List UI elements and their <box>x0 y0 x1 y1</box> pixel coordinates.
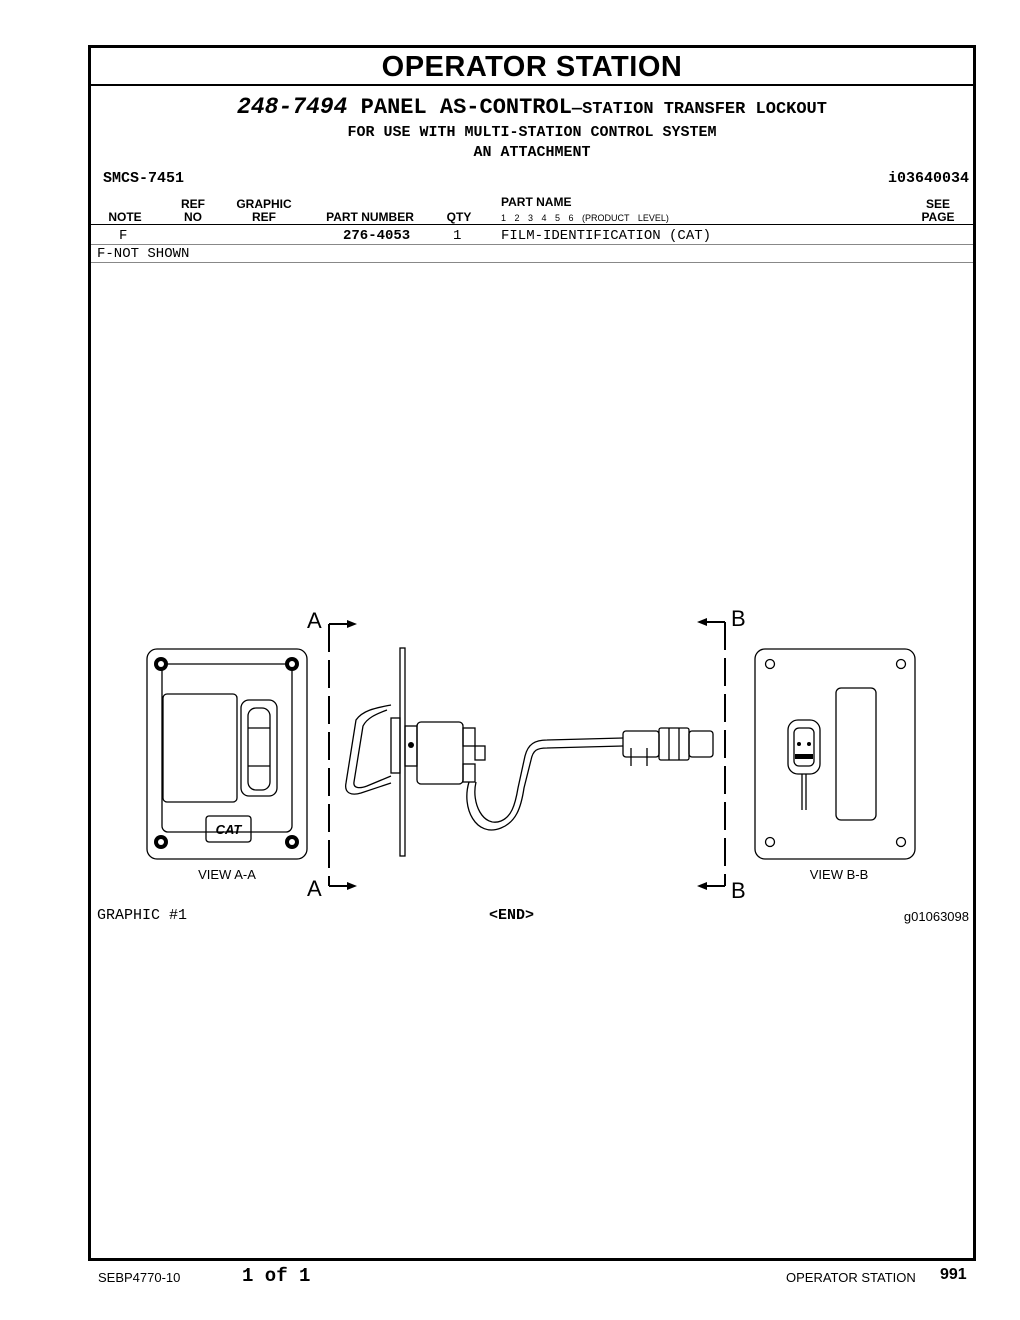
cat-logo-plate <box>205 815 252 843</box>
col-graphic-ref-line2: REF <box>252 210 276 224</box>
side-view-assembly <box>345 647 714 857</box>
part-name-heading: PANEL AS-CONTROL <box>360 95 572 120</box>
footer-page-number: 991 <box>940 1266 967 1283</box>
part-number-heading: 248-7494 <box>237 94 348 120</box>
notes-rule <box>91 262 973 263</box>
part-heading: 248-7494 PANEL AS-CONTROL—STATION TRANSF… <box>91 94 973 120</box>
graphic-label: GRAPHIC #1 <box>97 907 188 924</box>
row-note: F <box>119 228 128 244</box>
view-aa-window <box>162 693 238 803</box>
view-bb-label: VIEW B-B <box>810 867 869 882</box>
row-part-name: FILM-IDENTIFICATION (CAT) <box>501 228 712 244</box>
col-graphic-ref: GRAPHIC REF <box>229 198 299 224</box>
panel-edge <box>399 647 406 857</box>
col-see-page: SEE PAGE <box>911 198 965 224</box>
col-see-page-line1: SEE <box>925 197 950 211</box>
col-see-page-line2: PAGE <box>921 210 955 224</box>
view-bb-window <box>835 687 877 821</box>
page-frame: OPERATOR STATION 248-7494 PANEL AS-CONTR… <box>88 45 976 1261</box>
switch-guard <box>345 704 392 795</box>
assembly-diagram: CAT A A B B <box>146 606 916 903</box>
mounting-screws <box>154 657 299 849</box>
section-label-a-bottom: A <box>307 876 322 901</box>
col-note: NOTE <box>108 210 142 224</box>
part-suffix-heading: —STATION TRANSFER LOCKOUT <box>571 100 827 119</box>
view-bb-panel <box>754 648 916 860</box>
end-marker: <END> <box>489 907 535 924</box>
page-title: OPERATOR STATION <box>91 48 973 86</box>
col-ref-no: REF NO <box>173 198 213 224</box>
col-part-number: PART NUMBER <box>326 210 414 224</box>
switch-body <box>416 721 464 785</box>
col-ref-no-line1: REF <box>181 197 205 211</box>
section-label-a-top: A <box>307 608 322 633</box>
subtitle-use: FOR USE WITH MULTI-STATION CONTROL SYSTE… <box>347 124 717 141</box>
col-product-levels: 1 2 3 4 5 6 (PRODUCT LEVEL) <box>501 213 669 223</box>
graphic-id: g01063098 <box>903 909 969 924</box>
footer-section: OPERATOR STATION <box>786 1270 916 1285</box>
cat-logo-text: CAT <box>216 822 243 837</box>
col-part-name: PART NAME <box>501 195 572 209</box>
illustration-id: i03640034 <box>887 170 969 187</box>
footer-doc-number: SEBP4770-10 <box>98 1270 181 1285</box>
row-part-number: 276-4053 <box>343 228 411 244</box>
subtitle-attachment: AN ATTACHMENT <box>473 144 591 161</box>
section-label-b-top: B <box>731 606 746 631</box>
row-rule <box>91 244 973 245</box>
view-aa-label: VIEW A-A <box>198 867 256 882</box>
header-rule <box>91 224 973 225</box>
col-graphic-ref-line1: GRAPHIC <box>236 197 292 211</box>
connector-plug <box>622 730 660 758</box>
note-not-shown: F-NOT SHOWN <box>97 246 190 262</box>
row-qty: 1 <box>453 228 462 244</box>
footer-page-of: 1 of 1 <box>242 1265 311 1287</box>
col-ref-no-line2: NO <box>184 210 202 224</box>
section-label-b-bottom: B <box>731 878 746 903</box>
smcs-code: SMCS-7451 <box>103 170 185 187</box>
view-bb-connector <box>787 719 821 775</box>
view-aa-switch <box>240 699 278 797</box>
view-aa-panel <box>146 648 308 860</box>
col-qty: QTY <box>446 210 472 224</box>
